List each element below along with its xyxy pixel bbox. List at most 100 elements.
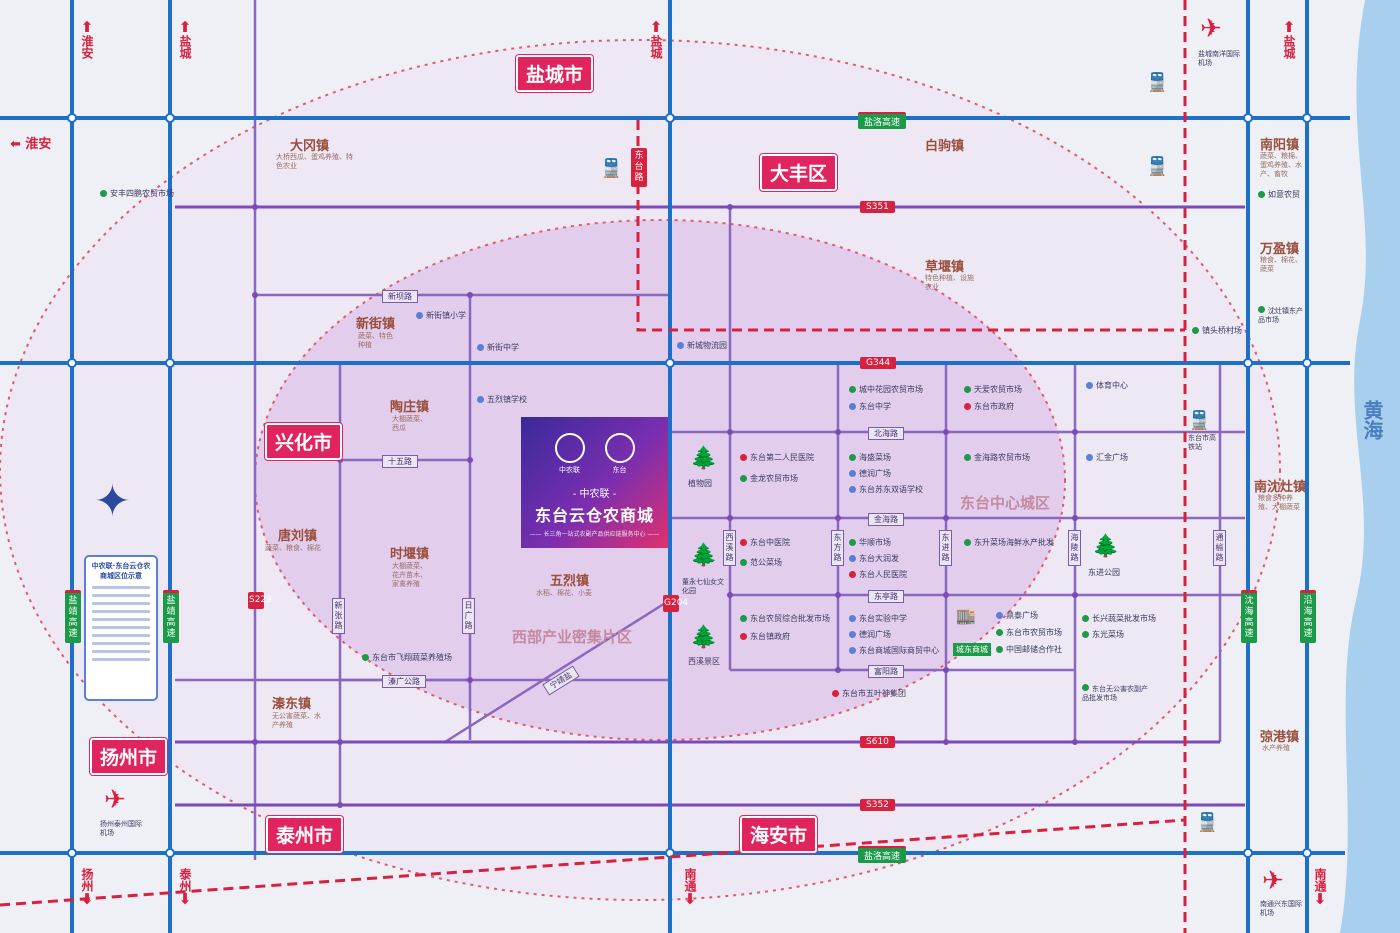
- road-tag-s352: S352: [860, 799, 895, 811]
- road-tag-shiwu: 十五路: [382, 455, 418, 468]
- poi-31: 中国邮储合作社: [996, 644, 1062, 655]
- train-icon: 🚆: [1146, 72, 1169, 93]
- poi-18: 东台中医院: [740, 537, 790, 548]
- town-nanshen-desc: 粮食多种养殖、大棚蔬菜: [1258, 494, 1300, 511]
- road-tag-west-highway-2: 盐靖高速: [163, 590, 179, 643]
- train-icon: 🚆: [1196, 812, 1219, 833]
- city-roads: [175, 0, 1245, 860]
- brand-tagline: —— 长三角一站式农副产品供应链服务中心 ——: [529, 531, 660, 538]
- city-label-yancheng: 盐城市: [516, 55, 594, 92]
- town-taozhuang: 陶庄镇: [390, 400, 430, 415]
- road-tag-s229: S229: [248, 592, 272, 609]
- poi-28: 东台商城国际商贸中心: [849, 645, 939, 656]
- road-tag-xixi: 西溪路: [723, 530, 736, 566]
- direction-yancheng-top-3: ⬆盐城: [1282, 18, 1296, 60]
- brand-logo-1: 中农联: [554, 433, 585, 475]
- poi-10: 体育中心: [1086, 380, 1128, 391]
- town-taozhuang-desc: 大棚蔬菜、西瓜: [392, 415, 427, 432]
- town-tanghu: 唐刘镇: [278, 529, 318, 544]
- road-tag-jinhai: 金海路: [868, 513, 904, 526]
- town-caoyan: 草堰镇: [925, 260, 965, 275]
- station-dongtai-label: 东台市高铁站: [1188, 434, 1216, 451]
- poi-2: 新街镇小学: [416, 310, 466, 321]
- road-tag-highway-top: 盐洛高速: [858, 112, 907, 129]
- direction-yangzhou-bottom: 扬州⬇: [80, 868, 94, 908]
- poi-24: 东台农贸综合批发市场: [740, 613, 830, 624]
- direction-huaian-left: ⬅ 淮安: [10, 137, 52, 152]
- park-label-2: 董永七仙女文化园: [682, 578, 724, 595]
- town-wanying-desc: 粮食、棉花、蔬菜: [1260, 256, 1302, 273]
- train-icon: 🚆: [600, 158, 623, 179]
- town-tanghu-desc: 蔬菜、粮食、棉花: [265, 544, 321, 552]
- road-tag-dongjin: 东进路: [939, 530, 952, 566]
- poi-23: 东升菜场海鲜水产批发: [964, 537, 1054, 548]
- city-label-yangzhou: 扬州市: [90, 738, 168, 775]
- poi-4: 五烈镇学校: [477, 394, 527, 405]
- poi-16: 金海路农贸市场: [964, 452, 1030, 463]
- poi-39: 如意农贸: [1258, 189, 1300, 200]
- town-dagang: 大冈镇: [290, 139, 330, 154]
- road-tag-east-highway-2: 沿海高速: [1300, 590, 1316, 643]
- park-tree-icon: 🌲: [690, 625, 718, 650]
- road-tag-s351: S351: [860, 201, 895, 213]
- city-label-taizhou: 泰州市: [266, 816, 344, 853]
- poi-21: 东台大润发: [849, 553, 899, 564]
- road-tag-hailing: 海陵路: [1068, 530, 1081, 566]
- road-tag-west-highway-1: 盐靖高速: [65, 590, 81, 643]
- town-xintuan-desc: 蔬菜、特色种植: [358, 332, 393, 349]
- compass-icon: ✦: [94, 476, 131, 527]
- direction-huaian-top: ⬆淮安: [80, 18, 94, 60]
- poi-38: 沈灶镇东产品市场: [1258, 306, 1303, 324]
- town-shiyan-desc: 大棚蔬菜、花卉苗木、家禽养殖: [392, 562, 427, 588]
- poi-36: 东台市飞翔蔬菜养殖场: [362, 652, 452, 663]
- road-tag-dongfang: 东方路: [831, 530, 844, 566]
- poi-26: 东台实验中学: [849, 613, 907, 624]
- project-brand-card: 中农联 东台 - 中农联 - 东台云仓农商城 —— 长三角一站式农副产品供应链服…: [521, 417, 668, 548]
- brand-title: 东台云仓农商城: [534, 506, 654, 525]
- legend-title: 中农联·东台云仓农商城区位示意: [91, 562, 151, 580]
- park-tree-icon: 🌲: [690, 446, 718, 471]
- road-tag-xinba: 新坝路: [382, 290, 418, 303]
- brand-logo-2: 东台: [604, 433, 635, 475]
- road-tag-tongyu: 通榆路: [1213, 530, 1226, 566]
- poi-33: 东光菜场: [1082, 629, 1124, 640]
- road-tag-g204: G204: [663, 595, 688, 612]
- road-tag-riguang: 日广路: [462, 598, 475, 634]
- town-dagang-desc: 大桥西瓜、蛋鸡养殖、特色农业: [276, 153, 353, 170]
- airplane-icon: ✈: [1200, 14, 1222, 44]
- town-wanying: 万盈镇: [1260, 242, 1300, 257]
- brand-subtitle: - 中农联 -: [572, 489, 617, 500]
- town-wulie-desc: 水稻、棉花、小麦: [536, 589, 592, 597]
- park-label-3: 西溪景区: [688, 657, 720, 666]
- sea-label: 黄海: [1360, 400, 1384, 440]
- poi-34: 东台市五叶神集团: [832, 688, 906, 699]
- road-tag-qinguang: 溱广公路: [382, 675, 426, 688]
- district-west: 西部产业密集片区: [512, 628, 633, 646]
- city-label-haian: 海安市: [740, 816, 818, 853]
- direction-yancheng-top-1: ⬆盐城: [178, 18, 192, 60]
- town-baiju: 白驹镇: [925, 139, 965, 154]
- poi-9: 东台市政府: [964, 401, 1014, 412]
- road-tag-highway-bottom: 盐洛高速: [858, 846, 907, 863]
- town-caoyan-desc: 特色种植、设施农业: [925, 274, 974, 291]
- park-label-1: 植物园: [688, 479, 712, 488]
- direction-taizhou-bottom: 泰州⬇: [178, 868, 192, 908]
- poi-3: 新街中学: [477, 342, 519, 353]
- park-tree-icon: 🌲: [690, 543, 718, 568]
- city-label-dafeng: 大丰区: [760, 154, 838, 191]
- poi-19: 范公菜场: [740, 557, 782, 568]
- town-wulie: 五烈镇: [550, 574, 590, 589]
- town-liangduo-desc: 无公害蔬菜、水产养殖: [272, 712, 321, 729]
- direction-nantong-bottom-1: 南通⬇: [683, 868, 697, 908]
- airport-yancheng-label: 盐城南洋国际机场: [1198, 50, 1240, 67]
- poi-35: 东台无公害农副产品批发市场: [1082, 684, 1148, 702]
- airplane-icon: ✈: [1262, 866, 1284, 896]
- direction-yancheng-top-2: ⬆盐城: [649, 18, 663, 60]
- poi-8: 天爱农贸市场: [964, 384, 1022, 395]
- poi-14: 德润广场: [849, 468, 891, 479]
- legend-box: 中农联·东台云仓农商城区位示意: [84, 555, 158, 701]
- poi-7: 东台中学: [849, 401, 891, 412]
- poi-29: 鼎泰广场: [996, 610, 1038, 621]
- poi-20: 华顺市场: [849, 537, 891, 548]
